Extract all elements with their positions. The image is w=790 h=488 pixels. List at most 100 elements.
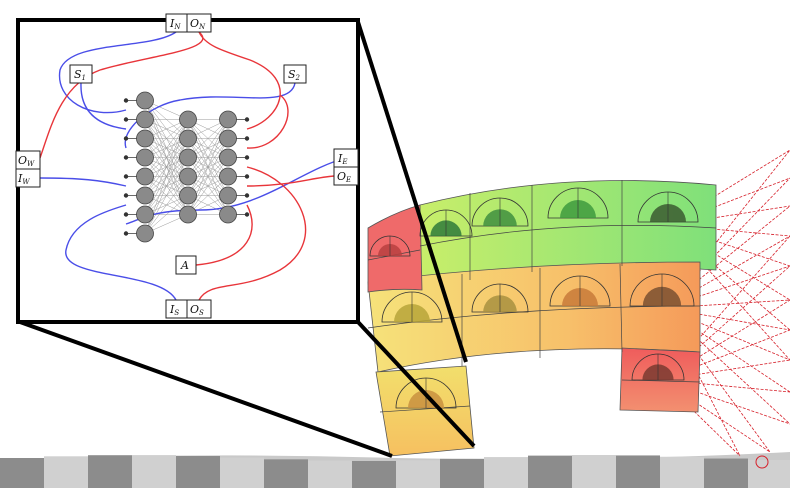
input-port <box>123 117 129 122</box>
output-wire <box>246 94 289 149</box>
svg-text:S2: S2 <box>288 68 301 82</box>
robot-segment-left-leg <box>375 365 475 457</box>
input-port <box>123 98 129 103</box>
network-edge <box>144 119 189 196</box>
input-port <box>123 136 129 141</box>
ground-tile <box>352 460 396 488</box>
ground-tile <box>440 458 484 488</box>
network-edge <box>187 157 229 215</box>
neuron <box>136 167 154 186</box>
ground-tile <box>572 455 616 488</box>
muscle-outline <box>381 291 443 323</box>
neuron <box>179 129 197 148</box>
network-edge <box>144 176 189 234</box>
muscle-outline <box>395 377 457 409</box>
sensor-ray <box>663 265 790 309</box>
muscle-outline <box>547 187 609 219</box>
network-edge <box>144 119 189 177</box>
label-in-east: IE <box>333 148 359 168</box>
neuron <box>219 205 237 224</box>
label-out-south: OS <box>186 299 212 319</box>
neuron <box>136 186 154 205</box>
sensor-ray <box>661 379 771 453</box>
input-wire <box>65 204 177 301</box>
ground-tile <box>220 457 264 488</box>
input-wire <box>58 31 177 114</box>
network-neurons <box>123 91 250 243</box>
network-edge <box>187 119 229 196</box>
neuron <box>179 148 197 167</box>
soft-robot-body <box>367 180 717 457</box>
input-port <box>123 174 129 179</box>
label-out-west: OW <box>15 150 41 170</box>
sensor-ray <box>661 379 790 393</box>
output-port <box>244 117 250 122</box>
sensor-ray <box>663 299 790 309</box>
ground-tile <box>396 460 440 488</box>
input-wire <box>80 82 127 130</box>
output-wire <box>39 31 204 159</box>
output-wire <box>195 204 253 266</box>
ground-tile <box>704 458 748 488</box>
input-port <box>123 212 129 217</box>
label-in-west: IW <box>15 168 41 188</box>
ground-tile <box>616 455 660 488</box>
network-edge <box>187 138 229 215</box>
svg-text:IS: IS <box>169 303 179 317</box>
input-port <box>123 193 129 198</box>
muscle-outline <box>631 353 685 381</box>
output-port <box>244 174 250 179</box>
neuron <box>219 129 237 148</box>
network-edge <box>187 176 229 215</box>
label-sensor-1: S1 <box>69 64 93 84</box>
network-edge <box>187 119 229 158</box>
neuron <box>136 91 154 110</box>
sensor-ray <box>667 224 790 361</box>
neuron <box>179 186 197 205</box>
svg-text:IN: IN <box>169 17 181 31</box>
neuron <box>219 186 237 205</box>
svg-text:IW: IW <box>17 172 30 186</box>
svg-text:OW: OW <box>18 154 35 168</box>
network-edge <box>144 119 189 158</box>
ground-tile <box>176 455 220 488</box>
sensor-ray <box>663 177 790 309</box>
ground-tile <box>484 457 528 488</box>
network-edge <box>144 195 189 234</box>
ground-tile <box>660 456 704 488</box>
sensor-ray <box>667 224 790 267</box>
muscle-outline <box>471 197 529 227</box>
svg-text:ON: ON <box>190 17 206 31</box>
muscle-outline <box>471 283 529 313</box>
muscle-outline <box>637 191 699 223</box>
output-wire <box>246 175 335 187</box>
ground-terrain <box>0 452 790 488</box>
svg-text:IE: IE <box>337 152 347 166</box>
svg-text:A: A <box>180 259 189 272</box>
inset-callout-lines <box>19 21 476 458</box>
neuron <box>219 148 237 167</box>
label-sensor-2: S2 <box>283 64 307 84</box>
network-edge <box>144 157 189 234</box>
output-wire <box>198 31 281 130</box>
sensor-ray <box>667 177 790 226</box>
network-edge <box>187 119 229 177</box>
muscle-outline <box>369 235 411 257</box>
ground-tile <box>748 460 790 488</box>
neural-controller-inset: IN ON S1 S2 OW IW IE OE <box>15 13 360 324</box>
svg-text:OS: OS <box>190 303 204 317</box>
input-port <box>123 155 129 160</box>
ground-tile <box>44 456 88 488</box>
neuron <box>179 167 197 186</box>
neuron <box>179 110 197 129</box>
ground-tile <box>88 455 132 488</box>
neuron <box>136 110 154 129</box>
muscle-outline <box>629 273 695 307</box>
neuron <box>136 205 154 224</box>
neuron <box>136 224 154 243</box>
muscle-outline <box>549 275 611 307</box>
input-wire <box>39 177 127 187</box>
ground-tile <box>0 458 44 488</box>
output-port <box>244 136 250 141</box>
